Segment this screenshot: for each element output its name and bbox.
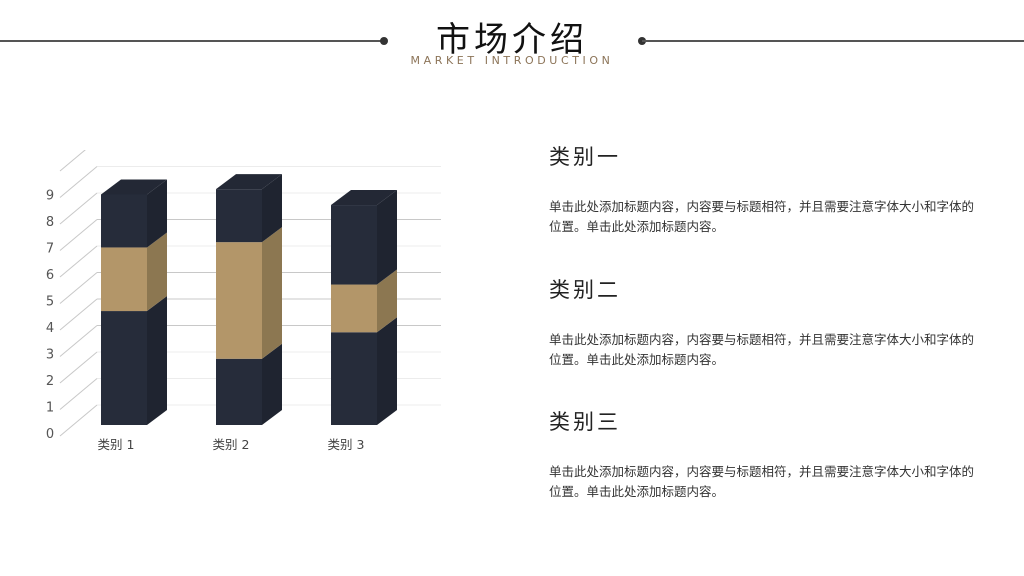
depth-gridline: [59, 150, 86, 172]
depth-gridline: [59, 245, 98, 278]
depth-gridline: [59, 272, 98, 304]
x-category-label: 类别 3: [328, 437, 365, 452]
bar-top-face: [216, 174, 282, 190]
category-section-3: 类别三 单击此处添加标题内容，内容要与标题相符，并且需要注意字体大小和字体的位置…: [549, 406, 979, 502]
depth-gridline: [59, 166, 98, 198]
bar-segment: [331, 205, 377, 285]
bar-segment: [101, 311, 147, 425]
bar-segment: [216, 242, 262, 359]
bar-side-face: [377, 190, 397, 285]
category-title: 类别一: [549, 145, 621, 169]
category-section-1: 类别一 单击此处添加标题内容，内容要与标题相符，并且需要注意字体大小和字体的位置…: [549, 141, 979, 237]
header-line-right: [642, 40, 1024, 42]
bar-segment: [331, 332, 377, 425]
bar-segment: [216, 189, 262, 243]
stacked-3d-bar-chart: 0 1 2 3 4 5 6 7 8 9 类别 1 类别 2 类别 3: [46, 150, 441, 452]
x-category-label: 类别 2: [213, 437, 250, 452]
depth-gridline: [59, 351, 98, 384]
bar-segment: [101, 194, 147, 248]
x-category-label: 类别 1: [98, 437, 135, 452]
y-tick-label: 2: [46, 374, 54, 389]
bar-side-face: [147, 232, 167, 312]
depth-gridline: [59, 298, 98, 331]
page-title: 市场介绍: [436, 20, 588, 60]
y-tick-label: 5: [46, 295, 54, 310]
header-line-left: [0, 40, 384, 42]
bar-top-face: [101, 179, 167, 195]
y-tick-label: 9: [46, 189, 54, 204]
bar-side-face: [377, 269, 397, 333]
y-tick-label: 1: [46, 401, 54, 416]
bar-side-face: [147, 179, 167, 248]
y-tick-label: 6: [46, 268, 54, 283]
category-title: 类别三: [549, 410, 621, 434]
header-dot-left: [380, 37, 388, 45]
bar-segment: [216, 358, 262, 425]
bar-segment: [101, 247, 147, 312]
category-title: 类别二: [549, 278, 621, 302]
y-tick-label: 0: [46, 427, 54, 442]
category-description: 单击此处添加标题内容，内容要与标题相符，并且需要注意字体大小和字体的位置。单击此…: [549, 464, 975, 499]
y-tick-label: 3: [46, 348, 54, 363]
depth-gridline: [59, 325, 98, 357]
category-section-2: 类别二 单击此处添加标题内容，内容要与标题相符，并且需要注意字体大小和字体的位置…: [549, 274, 979, 370]
bar-side-face: [377, 317, 397, 425]
depth-gridline: [59, 404, 98, 437]
depth-gridline: [59, 378, 98, 410]
bar-side-face: [262, 174, 282, 243]
bar-top-face: [331, 190, 397, 206]
bar-side-face: [262, 227, 282, 359]
depth-gridline: [59, 219, 98, 251]
category-description: 单击此处添加标题内容，内容要与标题相符，并且需要注意字体大小和字体的位置。单击此…: [549, 199, 975, 234]
page-subtitle: MARKET INTRODUCTION: [410, 54, 614, 67]
depth-gridline: [59, 192, 98, 225]
y-tick-label: 7: [46, 242, 54, 257]
y-tick-label: 4: [46, 321, 54, 336]
bar-segment: [331, 284, 377, 333]
category-description: 单击此处添加标题内容，内容要与标题相符，并且需要注意字体大小和字体的位置。单击此…: [549, 332, 975, 367]
bar-side-face: [147, 296, 167, 425]
y-tick-label: 8: [46, 215, 54, 230]
bar-side-face: [262, 343, 282, 425]
